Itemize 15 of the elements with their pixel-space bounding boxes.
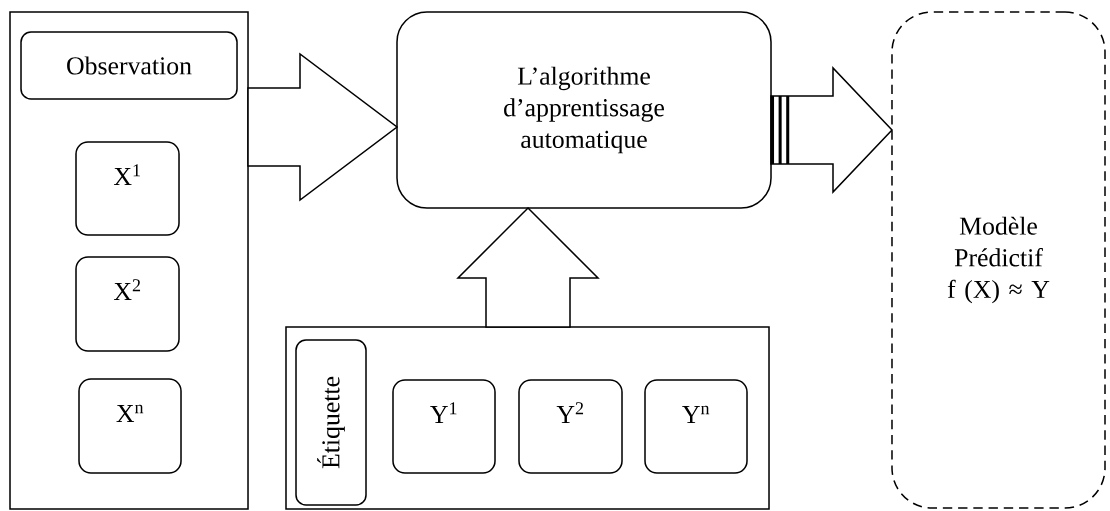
label-box: Étiquette — [295, 339, 367, 506]
panel-frame — [285, 326, 770, 510]
variable-box: Y$^{2}$ — [518, 379, 623, 474]
model-box: Modèle Prédictif f (X) ≈ Y — [891, 11, 1106, 509]
block-arrow — [456, 206, 600, 328]
block-arrow — [247, 52, 399, 202]
process-box: L’algorithme d’apprentissage automatique — [396, 11, 772, 209]
panel-frame — [9, 11, 249, 510]
variable-box: X$^{1}$ — [75, 141, 180, 236]
variable-box: Y$^{n}$ — [644, 379, 748, 474]
block-arrow — [770, 66, 894, 194]
variable-box: X$^{2}$ — [75, 256, 180, 352]
variable-box: Y$^{1}$ — [392, 379, 496, 474]
variable-box: Observation — [20, 31, 238, 100]
variable-box: X$^{n}$ — [78, 378, 182, 474]
